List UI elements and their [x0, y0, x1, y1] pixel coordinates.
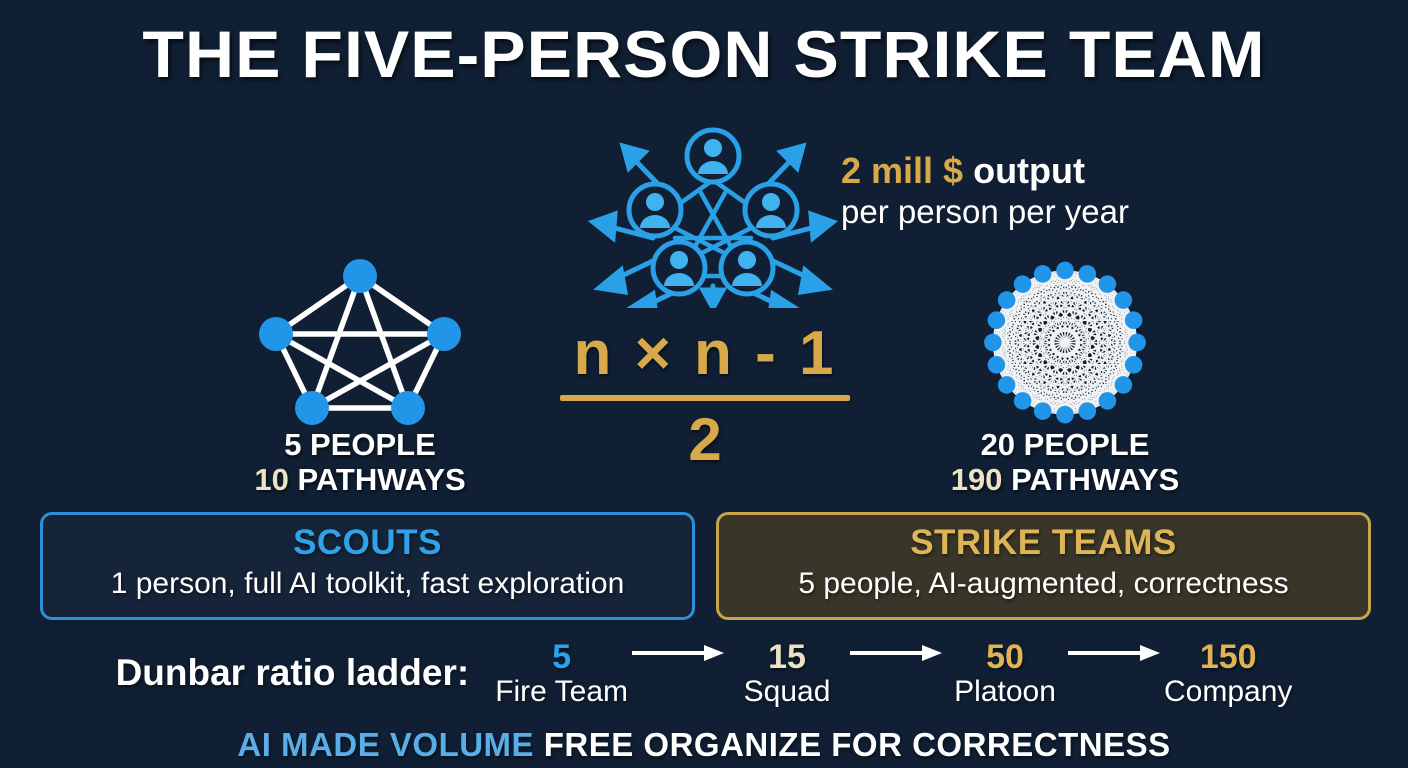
graph-node	[1078, 402, 1097, 420]
graph-left-pathways-word: PATHWAYS	[297, 461, 466, 497]
arrow-down-left	[593, 257, 658, 296]
five-person-network-icon	[587, 127, 839, 308]
formula-denominator: 2	[688, 406, 722, 473]
person-node-bottom-right	[718, 239, 776, 297]
graph-right-pathways-number: 190	[950, 461, 1003, 497]
graph-left-people: 5 PEOPLE	[284, 427, 436, 462]
pathway-formula: n × n - 1 2	[540, 318, 870, 474]
page-title: THE FIVE-PERSON STRIKE TEAM	[142, 17, 1266, 91]
formula-divider	[560, 395, 850, 401]
graph-node	[1098, 275, 1117, 293]
complete-graph-5-nodes-icon	[259, 259, 461, 425]
graph-right-pathways-word: PATHWAYS	[1011, 461, 1180, 497]
output-headline: 2 mill $ output	[841, 150, 1241, 191]
bottom-tagline: AI MADE VOLUME FREE ORGANIZE FOR CORRECT…	[0, 726, 1408, 764]
ladder-step-company: 150 Company	[1164, 640, 1292, 710]
formula-numerator: n × n - 1	[573, 319, 837, 388]
callout-scouts-title: SCOUTS	[293, 523, 442, 562]
person-node-bottom-left	[650, 239, 708, 297]
graph-node	[427, 317, 461, 351]
graph-node	[1056, 405, 1074, 424]
graph-node	[1124, 311, 1143, 329]
person-node-top	[684, 127, 742, 185]
graph-node	[1128, 333, 1146, 352]
arrow-down-right	[768, 257, 833, 296]
dunbar-ladder: Dunbar ratio ladder: 5 Fire Team 15 Squa…	[0, 640, 1408, 712]
ladder-step-squad: 15 Squad	[728, 640, 846, 710]
ladder-step-name: Platoon	[954, 675, 1056, 708]
graph-node	[1013, 275, 1032, 293]
ladder-step-number: 50	[986, 638, 1024, 676]
ladder-step-name: Company	[1164, 675, 1293, 708]
graph-right-people: 20 PEOPLE	[980, 427, 1150, 462]
graph-node	[391, 391, 425, 425]
graph-node	[1098, 392, 1117, 410]
arrow-right-icon	[1068, 645, 1161, 661]
dunbar-ladder-label: Dunbar ratio ladder:	[115, 652, 470, 693]
graph-right-caption: 20 PEOPLE 190 PATHWAYS	[885, 427, 1245, 498]
graph-right-pathways: 190 PATHWAYS	[885, 461, 1245, 498]
person-node-right	[742, 181, 800, 239]
graph-node	[1078, 265, 1097, 283]
graph-node	[987, 311, 1006, 329]
callout-scouts[interactable]: SCOUTS 1 person, full AI toolkit, fast e…	[40, 512, 695, 620]
callout-strike-subtitle: 5 people, AI-augmented, correctness	[798, 567, 1289, 600]
tagline-rest: FREE ORGANIZE FOR CORRECTNESS	[543, 726, 1171, 763]
graph-node	[984, 333, 1002, 352]
ladder-step-name: Squad	[743, 675, 831, 708]
graph-node	[1114, 291, 1133, 309]
graph-node	[1056, 261, 1074, 280]
tagline-highlight: AI MADE VOLUME	[237, 726, 535, 763]
graph-left-caption: 5 PEOPLE 10 PATHWAYS	[180, 427, 540, 498]
arrow-right-icon	[632, 645, 725, 661]
graph-node	[997, 376, 1016, 394]
output-amount-suffix: output	[973, 150, 1086, 191]
complete-graph-20-nodes-icon	[984, 261, 1146, 424]
graph-node	[1114, 376, 1133, 394]
arrow-right-icon	[850, 645, 943, 661]
ladder-step-number: 15	[768, 638, 806, 676]
ladder-step-fire-team: 5 Fire Team	[495, 640, 628, 710]
graph-node	[1013, 392, 1032, 410]
graph-node	[1124, 356, 1143, 374]
graph-node	[1033, 265, 1052, 283]
graph-node	[259, 317, 293, 351]
graph-node	[1033, 402, 1052, 420]
ladder-step-number: 150	[1199, 638, 1257, 676]
graph-left-pathways-number: 10	[254, 461, 289, 497]
callout-scouts-subtitle: 1 person, full AI toolkit, fast explorat…	[110, 567, 625, 600]
ladder-step-number: 5	[552, 638, 572, 676]
output-amount: 2 mill $	[841, 150, 964, 191]
arrow-down	[698, 283, 728, 308]
graph-node	[997, 291, 1016, 309]
graph-left-pathways: 10 PATHWAYS	[180, 461, 540, 498]
person-node-left	[626, 181, 684, 239]
output-callout: 2 mill $ output per person per year	[841, 150, 1241, 230]
graph-node	[343, 259, 377, 293]
output-subtitle: per person per year	[841, 192, 1129, 230]
graph-node	[295, 391, 329, 425]
callout-strike-title: STRIKE TEAMS	[910, 523, 1177, 562]
ladder-step-platoon: 50 Platoon	[946, 640, 1064, 710]
graph-node	[987, 356, 1006, 374]
ladder-step-name: Fire Team	[495, 675, 629, 708]
callout-strike-teams[interactable]: STRIKE TEAMS 5 people, AI-augmented, cor…	[716, 512, 1371, 620]
